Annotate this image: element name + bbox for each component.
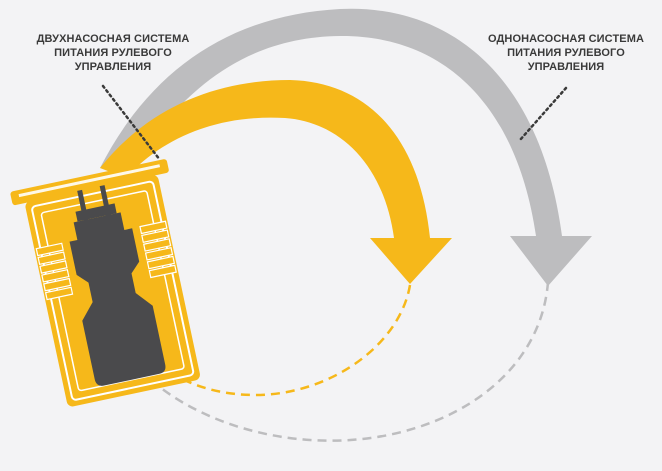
- single-pump-label: ОДНОНАСОСНАЯ СИСТЕМА ПИТАНИЯ РУЛЕВОГО УП…: [470, 32, 662, 74]
- single-pump-dashed-circle: [139, 281, 550, 442]
- dual-pump-label-line: ДВУХНАСОСНАЯ СИСТЕМА: [36, 33, 190, 45]
- single-pump-label-line: ОДНОНАСОСНАЯ СИСТЕМА: [487, 33, 645, 45]
- single-pump-label-line: УПРАВЛЕНИЯ: [527, 61, 605, 73]
- single-pump-leader-line: [518, 86, 568, 142]
- single-pump-arrow-icon: [100, 8, 592, 286]
- dual-pump-label-line: УПРАВЛЕНИЯ: [74, 61, 152, 73]
- dual-pump-label: ДВУХНАСОСНАЯ СИСТЕМА ПИТАНИЯ РУЛЕВОГО УП…: [2, 32, 224, 74]
- dual-pump-arrow-icon: [100, 80, 452, 284]
- wheel-dozer-top-view-icon: [10, 159, 200, 407]
- single-pump-label-line: ПИТАНИЯ РУЛЕВОГО: [507, 47, 625, 59]
- dual-pump-label-line: ПИТАНИЯ РУЛЕВОГО: [54, 47, 172, 59]
- dual-pump-dashed-circle: [179, 284, 412, 397]
- dual-pump-leader-line: [101, 84, 162, 162]
